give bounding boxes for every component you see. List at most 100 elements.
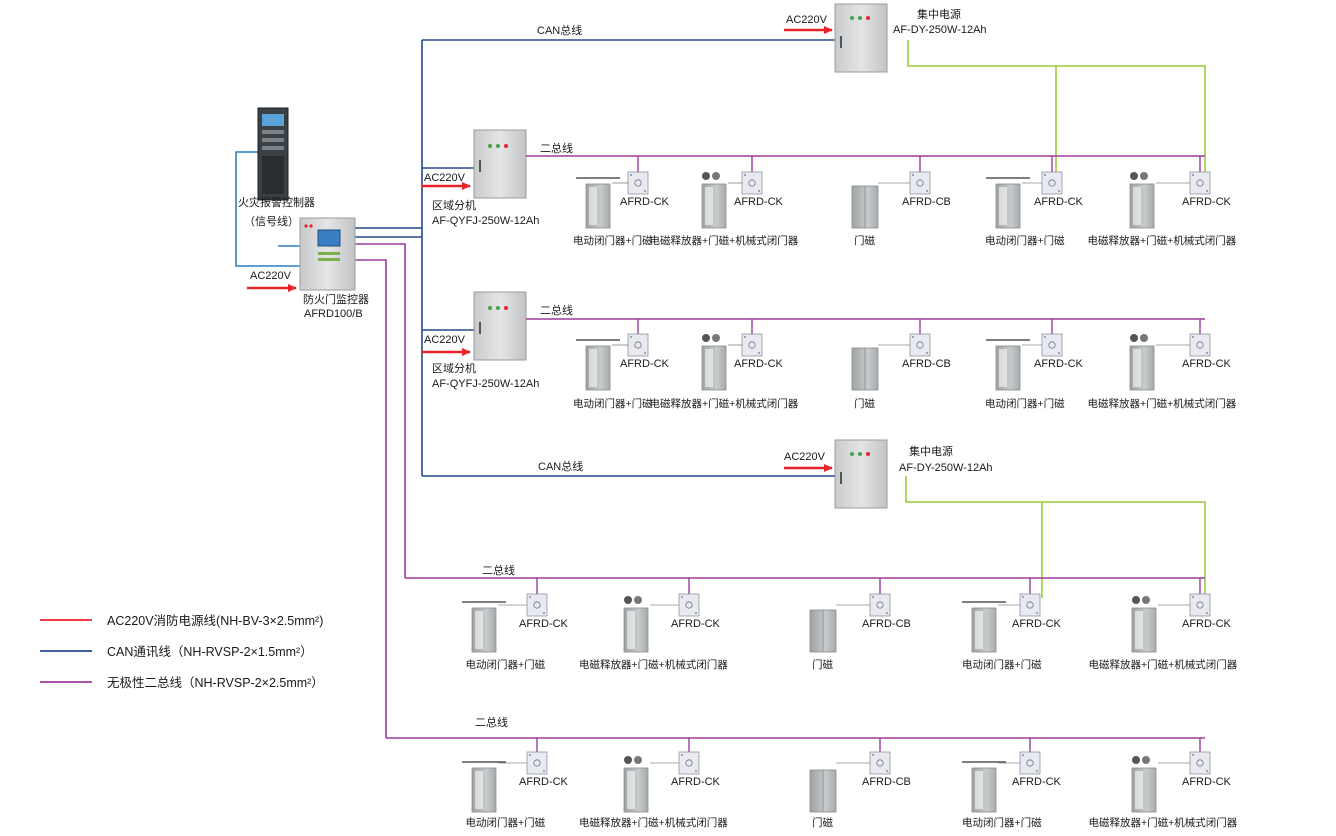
region-2-name: 区域分机 [432,361,476,375]
bus-row-4: 二总线AFRD-CK电动闭门器+门磁AFRD-CK电磁释放器+门磁+机械式闭门器… [386,715,1238,829]
signal-line-label: （信号线） [244,214,299,228]
door-magnet-icon [851,344,910,391]
region-1-ac: AC220V [424,172,466,184]
control-module-label: AFRD-CB [862,776,911,788]
bus-wire-branch [355,243,406,738]
fire-door-monitor [299,217,356,291]
legend-label: AC220V消防电源线(NH-BV-3×2.5mm²) [107,613,323,628]
fire-door-icon [462,761,527,813]
monitor-ac-label: AC220V [250,270,292,282]
region-unit-2 [473,291,527,361]
control-module-label: AFRD-CK [1012,618,1062,630]
can-label-mid: CAN总线 [538,459,583,473]
device-caption: 门磁 [812,816,833,829]
fire-door-icon [623,596,679,653]
fire-door-icon [962,761,1020,813]
fire-door-icon [462,601,527,653]
device-group: AFRD-CK 电动闭门器+门磁 [985,156,1084,247]
central-power-unit-top [834,3,888,73]
legend-item: CAN通讯线（NH-RVSP-2×1.5mm²） [40,645,313,659]
device-caption: 电动闭门器+门磁 [985,234,1065,247]
central-power-top-model: AF-DY-250W-12Ah [893,24,987,36]
fire-door-icon [701,172,742,229]
device-caption: 电磁释放器+门磁+机械式闭门器 [579,658,728,671]
legend-item: AC220V消防电源线(NH-BV-3×2.5mm²) [40,613,323,628]
bus-label: 二总线 [540,303,573,317]
device-caption: 电动闭门器+门磁 [962,658,1042,671]
device-caption: 电磁释放器+门磁+机械式闭门器 [650,397,799,410]
bus-label: 二总线 [482,563,515,577]
legend-item: 无极性二总线（NH-RVSP-2×2.5mm²） [40,676,324,690]
bus-row-1: 二总线AFRD-CK电动闭门器+门磁AFRD-CK电磁释放器+门磁+机械式闭门器… [526,141,1237,247]
control-module-label: AFRD-CB [902,358,951,370]
monitor-model: AFRD100/B [304,308,363,320]
device-caption: 门磁 [854,234,875,247]
signal-wire [235,151,300,267]
control-module-label: AFRD-CK [1034,358,1084,370]
device-caption: 门磁 [812,658,833,671]
region-1-model: AF-QYFJ-250W-12Ah [432,215,539,227]
fire-door-icon [1131,756,1190,813]
fire-door-icon [576,339,628,391]
fire-door-icon [701,334,742,391]
control-module-label: AFRD-CK [734,358,784,370]
device-group: AFRD-CB 门磁 [809,738,911,829]
legend-label: 无极性二总线（NH-RVSP-2×2.5mm²） [107,676,324,690]
device-group: AFRD-CK 电磁释放器+门磁+机械式闭门器 [650,156,799,247]
device-caption: 电动闭门器+门磁 [573,234,653,247]
fire-door-icon [986,177,1042,229]
control-module-label: AFRD-CK [1182,618,1232,630]
fire-door-icon [576,177,628,229]
central-power-top-name: 集中电源 [917,7,961,21]
door-magnet-icon [851,182,910,229]
bus-label: 二总线 [475,715,508,729]
device-caption: 电磁释放器+门磁+机械式闭门器 [650,234,799,247]
wiring [235,39,1206,738]
fire-door-icon [1131,596,1190,653]
region-2-ac: AC220V [424,334,466,346]
green-wire-mid [905,476,1206,598]
device-group: AFRD-CK 电动闭门器+门磁 [573,319,670,410]
control-module-label: AFRD-CK [1182,776,1232,788]
region-1-name: 区域分机 [432,198,476,212]
legend: AC220V消防电源线(NH-BV-3×2.5mm²) CAN通讯线（NH-RVS… [40,613,324,690]
fire-alarm-controller [257,107,289,201]
control-module-label: AFRD-CK [734,196,784,208]
device-group: AFRD-CB 门磁 [851,319,951,410]
control-module-label: AFRD-CB [902,196,951,208]
central-power-mid-name: 集中电源 [909,444,953,458]
monitor-name: 防火门监控器 [303,292,369,306]
control-module-label: AFRD-CK [620,196,670,208]
device-caption: 电动闭门器+门磁 [962,816,1042,829]
bus-row-2: 二总线AFRD-CK电动闭门器+门磁AFRD-CK电磁释放器+门磁+机械式闭门器… [526,303,1237,410]
central-power-unit-mid [834,439,888,509]
device-caption: 门磁 [854,397,875,410]
control-module-label: AFRD-CK [1034,196,1084,208]
control-module-label: AFRD-CK [1182,358,1232,370]
ac-arrows [247,26,833,472]
fire-door-icon [623,756,679,813]
region-2-model: AF-QYFJ-250W-12Ah [432,378,539,390]
device-caption: 电动闭门器+门磁 [466,658,546,671]
device-caption: 电动闭门器+门磁 [573,397,653,410]
fire-door-icon [986,339,1042,391]
control-module-label: AFRD-CK [671,776,721,788]
control-module-label: AFRD-CK [620,358,670,370]
device-group: AFRD-CK 电磁释放器+门磁+机械式闭门器 [650,319,799,410]
device-group: AFRD-CB 门磁 [851,156,951,247]
control-module-label: AFRD-CK [519,776,569,788]
central-power-top-ac: AC220V [786,14,828,26]
control-module-label: AFRD-CK [1182,196,1232,208]
device-caption: 电磁释放器+门磁+机械式闭门器 [1089,658,1238,671]
fire-door-icon [1129,172,1190,229]
fire-door-icon [962,601,1020,653]
device-caption: 电动闭门器+门磁 [985,397,1065,410]
bus-row-3: 二总线AFRD-CK电动闭门器+门磁AFRD-CK电磁释放器+门磁+机械式闭门器… [405,563,1238,671]
